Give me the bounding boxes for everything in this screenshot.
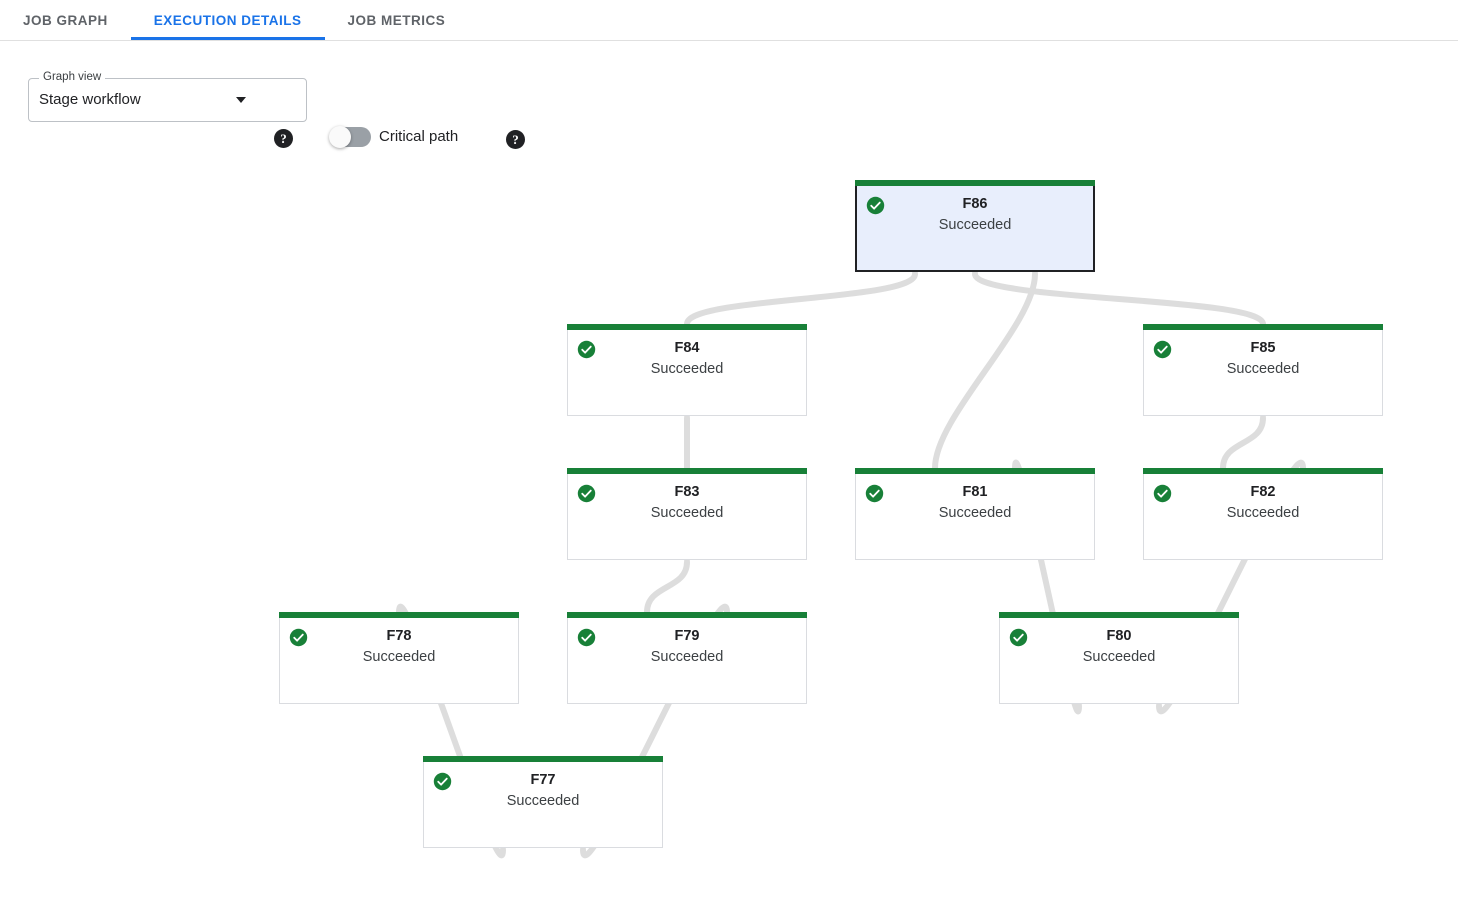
check-circle-icon	[865, 484, 884, 503]
node-status-bar	[567, 324, 807, 330]
graph-view-label: Graph view	[39, 71, 106, 84]
node-status-bar	[567, 612, 807, 618]
check-circle-icon	[1153, 340, 1172, 359]
node-title: F85	[1250, 340, 1276, 356]
graph-view-value: Stage workflow	[39, 91, 141, 108]
node-title: F83	[674, 484, 700, 500]
node-status-bar	[855, 180, 1095, 186]
check-circle-icon	[866, 196, 885, 215]
node-status-bar	[279, 612, 519, 618]
node-title: F79	[674, 628, 700, 644]
check-circle-icon	[289, 628, 308, 647]
node-status-text: Succeeded	[650, 505, 724, 521]
tab-bar: JOB GRAPH EXECUTION DETAILS JOB METRICS	[0, 0, 1458, 41]
check-circle-icon	[577, 628, 596, 647]
critical-path-toggle[interactable]	[329, 126, 371, 148]
check-circle-icon	[1009, 628, 1028, 647]
tab-job-graph[interactable]: JOB GRAPH	[23, 12, 108, 28]
node-status-text: Succeeded	[506, 793, 580, 809]
check-circle-icon	[577, 484, 596, 503]
graph-toolbar: Graph view Stage workflow ? Critical pat…	[0, 41, 1458, 149]
node-status-bar	[999, 612, 1239, 618]
critical-path-label: Critical path	[379, 128, 459, 145]
node-status-bar	[1143, 468, 1383, 474]
critical-path-help-icon[interactable]: ?	[506, 130, 525, 149]
node-status-bar	[1143, 324, 1383, 330]
node-title: F86	[962, 196, 988, 212]
node-status-text: Succeeded	[938, 505, 1012, 521]
node-title: F81	[962, 484, 988, 500]
chevron-down-icon[interactable]	[236, 97, 246, 103]
check-circle-icon	[1153, 484, 1172, 503]
node-status-text: Succeeded	[650, 649, 724, 665]
node-status-text: Succeeded	[1226, 505, 1300, 521]
node-status-text: Succeeded	[1082, 649, 1156, 665]
node-status-text: Succeeded	[362, 649, 436, 665]
tab-job-metrics[interactable]: JOB METRICS	[347, 12, 446, 28]
node-status-bar	[567, 468, 807, 474]
node-title: F77	[530, 772, 556, 788]
node-status-text: Succeeded	[650, 361, 724, 377]
node-status-bar	[423, 756, 663, 762]
node-title: F80	[1106, 628, 1132, 644]
node-status-text: Succeeded	[938, 217, 1012, 233]
graph-view-help-icon[interactable]: ?	[274, 129, 293, 148]
node-status-text: Succeeded	[1226, 361, 1300, 377]
graph-view-select[interactable]: Graph view Stage workflow	[28, 71, 307, 122]
node-status-bar	[855, 468, 1095, 474]
check-circle-icon	[433, 772, 452, 791]
node-title: F82	[1250, 484, 1276, 500]
tab-execution-details[interactable]: EXECUTION DETAILS	[130, 0, 325, 40]
check-circle-icon	[577, 340, 596, 359]
toggle-knob	[329, 126, 351, 148]
node-title: F78	[386, 628, 412, 644]
node-title: F84	[674, 340, 700, 356]
